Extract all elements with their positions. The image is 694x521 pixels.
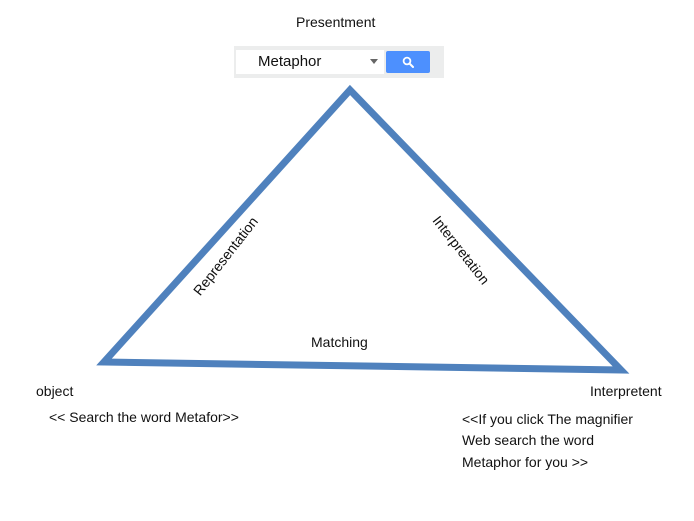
note-right-line-2: Web search the word	[462, 432, 595, 448]
caret-down-icon[interactable]	[370, 59, 378, 64]
edge-label-matching: Matching	[311, 334, 368, 350]
search-button[interactable]	[386, 51, 430, 73]
magnifier-icon	[402, 56, 414, 68]
node-interpretent: Interpretent	[590, 383, 662, 399]
triangle-outline	[96, 84, 630, 374]
note-right-line-3: Metaphor for you >>	[462, 454, 589, 470]
node-presentment: Presentment	[296, 14, 376, 30]
note-right-line-1: <<If you click The magnifier	[462, 411, 633, 427]
search-input-value: Metaphor	[258, 53, 322, 70]
note-left: << Search the word Metafor>>	[49, 409, 239, 425]
search-bar: Metaphor	[234, 46, 444, 78]
search-input[interactable]: Metaphor	[236, 50, 384, 74]
node-object: object	[36, 383, 74, 399]
